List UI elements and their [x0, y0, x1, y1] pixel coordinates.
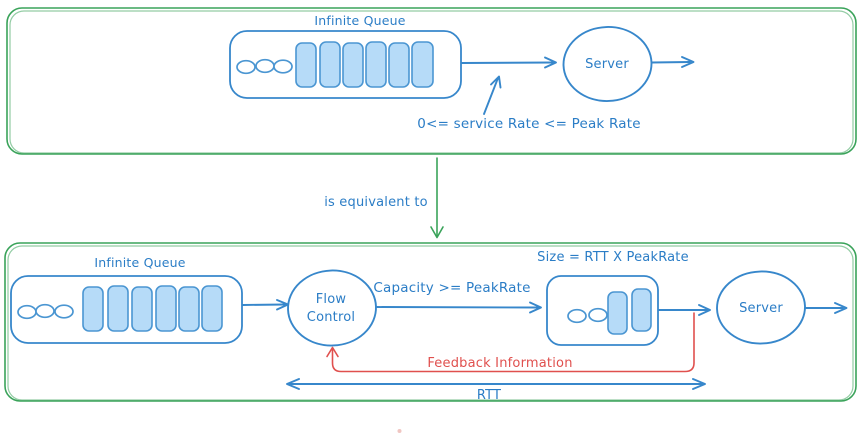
arrowhead — [490, 75, 502, 89]
queue-dot — [17, 304, 37, 320]
top-server-output-arrow — [650, 61, 691, 64]
queue-item — [201, 285, 223, 332]
bottom-infinite-queue-label: Infinite Queue — [94, 255, 185, 270]
buffer-size-label: Size = RTT X PeakRate — [537, 250, 689, 265]
arrowhead — [286, 378, 300, 390]
queue-item — [365, 41, 387, 88]
queue-dot — [588, 307, 608, 323]
capacity-annotation: Capacity >= PeakRate — [373, 280, 530, 296]
arrowhead — [529, 301, 542, 314]
bottom-queue-to-flow-arrow — [242, 303, 286, 306]
feedback-label: Feedback Information — [427, 356, 572, 371]
top-system-frame-sketch-line — [9, 10, 854, 154]
arrowhead — [681, 56, 695, 68]
top-system-frame — [6, 7, 857, 155]
queue-item — [82, 286, 104, 332]
feedback-path — [331, 312, 695, 373]
queue-dot — [35, 303, 55, 319]
queue-item — [342, 42, 364, 88]
queue-dot — [273, 59, 293, 74]
top-infinite-queue-label: Infinite Queue — [314, 13, 405, 28]
queue-item — [411, 41, 434, 88]
flow-to-buffer-arrow — [376, 306, 539, 309]
bottom-system-frame-sketch-line — [7, 245, 854, 401]
queue-dot — [567, 308, 587, 324]
queue-dot — [236, 59, 256, 75]
rate-annotation-arrow — [483, 77, 499, 115]
arrowhead — [326, 346, 339, 358]
arrowhead — [430, 226, 444, 239]
queue-dot — [255, 58, 275, 74]
queue-dot — [54, 304, 74, 319]
service-rate-annotation: 0<= service Rate <= Peak Rate — [417, 116, 640, 132]
arrowhead — [834, 302, 848, 314]
queue-item — [388, 42, 410, 88]
top-server-label: Server — [585, 57, 629, 72]
queue-item — [107, 285, 129, 332]
queue-item — [631, 288, 652, 332]
flow-control-label-line2: Control — [307, 310, 355, 325]
rtt-label: RTT — [477, 388, 501, 403]
queue-item — [178, 286, 200, 332]
bottom-server-label: Server — [739, 301, 783, 316]
bottom-server-node — [716, 270, 806, 345]
bottom-system-frame — [4, 242, 857, 402]
flow-control-label-line1: Flow — [316, 292, 347, 307]
arrowhead — [698, 304, 711, 316]
arrowhead — [692, 378, 706, 390]
equivalence-label: is equivalent to — [324, 195, 428, 210]
queue-item — [607, 291, 628, 335]
queue-item — [155, 285, 177, 332]
top-queue-to-server-arrow — [461, 61, 554, 64]
flow-control-node — [287, 269, 377, 347]
queue-item — [295, 42, 317, 88]
arrowhead — [544, 56, 557, 69]
queue-item — [131, 286, 153, 332]
stray-dot — [397, 429, 402, 433]
queue-item — [319, 41, 341, 88]
